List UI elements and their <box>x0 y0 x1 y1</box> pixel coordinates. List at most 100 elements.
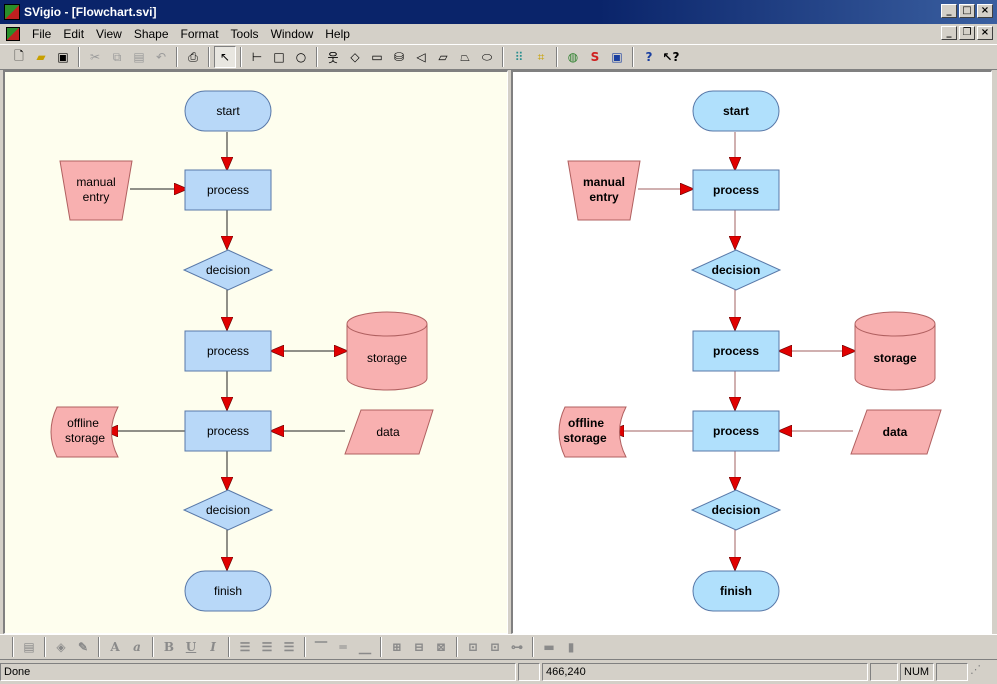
font-style-button[interactable]: a <box>126 636 148 658</box>
storage-node[interactable]: storage <box>346 311 428 391</box>
minimize-button[interactable]: _ <box>941 4 957 18</box>
valign-bottom-button[interactable]: ⎽ <box>354 636 376 658</box>
space-evenly-button[interactable]: ⊠ <box>430 636 452 658</box>
manual-entry-node[interactable]: manual entry <box>567 160 641 221</box>
process-node-3[interactable]: process <box>692 410 780 452</box>
format-toolbar: ▤ ◈ ✎ A a B U I ☰ ☰ ☰ ⎺ ═ ⎽ ⊞ ⊟ ⊠ ⊡ ⊡ ⊶ … <box>0 634 997 660</box>
diamond-tool[interactable]: ◇ <box>344 46 366 68</box>
status-blank-field <box>518 663 540 681</box>
trapezoid-tool[interactable]: ⏢ <box>454 46 476 68</box>
parallelogram-tool[interactable]: ▱ <box>432 46 454 68</box>
doc-minimize-button[interactable]: _ <box>941 26 957 40</box>
data-node[interactable]: data <box>850 409 942 455</box>
finish-node[interactable]: finish <box>184 570 272 612</box>
valign-middle-button[interactable]: ═ <box>332 636 354 658</box>
process-node-2[interactable]: process <box>184 330 272 372</box>
distribute-vertical-icon: ⊟ <box>413 640 425 654</box>
open-button[interactable]: ▰ <box>30 46 52 68</box>
cut-button[interactable]: ✂ <box>84 46 106 68</box>
undo-button[interactable]: ↶ <box>150 46 172 68</box>
grid-button[interactable]: ⠿ <box>508 46 530 68</box>
pointer-tool[interactable]: ↖ <box>214 46 236 68</box>
decision-node-1[interactable]: decision <box>182 249 274 291</box>
distribute-horizontal-button[interactable]: ⊞ <box>386 636 408 658</box>
svg-export-button[interactable]: S <box>584 46 606 68</box>
menu-format[interactable]: Format <box>180 27 219 41</box>
arrange-button[interactable]: ⊶ <box>506 636 528 658</box>
start-node[interactable]: start <box>184 90 272 132</box>
print-icon: ⎙ <box>188 49 198 64</box>
save-as-button[interactable]: ▣ <box>606 46 628 68</box>
save-button[interactable]: ▣ <box>52 46 74 68</box>
decision-node-2[interactable]: decision <box>182 489 274 531</box>
paste-button[interactable]: ▤ <box>128 46 150 68</box>
send-back-button[interactable]: ▮ <box>560 636 582 658</box>
menu-edit[interactable]: Edit <box>63 27 85 41</box>
process-node-3[interactable]: process <box>184 410 272 452</box>
menu-file[interactable]: File <box>32 27 52 41</box>
menu-shape[interactable]: Shape <box>133 27 169 41</box>
terminator-tool[interactable]: ⬭ <box>476 46 498 68</box>
menu-window[interactable]: Window <box>270 27 314 41</box>
new-button[interactable]: 🗋 <box>8 46 30 68</box>
finish-node[interactable]: finish <box>692 570 780 612</box>
line-tool[interactable]: ⊢ <box>246 46 268 68</box>
editor-pane[interactable]: start manual entry process decision proc… <box>3 70 508 634</box>
decision-node-2[interactable]: decision <box>690 489 782 531</box>
ungroup-button[interactable]: ⊡ <box>484 636 506 658</box>
process-node-1[interactable]: process <box>692 169 780 211</box>
process-node-2[interactable]: process <box>692 330 780 372</box>
document-icon[interactable] <box>6 27 20 41</box>
help-button[interactable]: ? <box>638 46 660 68</box>
doc-restore-button[interactable]: ❐ <box>959 26 975 40</box>
align-right-button[interactable]: ☰ <box>278 636 300 658</box>
copy-button[interactable]: ⧉ <box>106 46 128 68</box>
globe-button[interactable]: ◍ <box>562 46 584 68</box>
manual-entry-node[interactable]: manual entry <box>59 160 133 221</box>
fill-button[interactable]: ◈ <box>50 636 72 658</box>
distribute-vertical-button[interactable]: ⊟ <box>408 636 430 658</box>
app-icon[interactable] <box>4 4 20 20</box>
menu-help[interactable]: Help <box>325 27 350 41</box>
underline-button[interactable]: U <box>180 636 202 658</box>
node-label: decision <box>206 263 250 277</box>
font-button[interactable]: A <box>104 636 126 658</box>
doc-close-button[interactable]: × <box>977 26 993 40</box>
close-button[interactable]: × <box>977 4 993 18</box>
group-button[interactable]: ⊡ <box>462 636 484 658</box>
ellipse-tool[interactable]: ○ <box>290 46 312 68</box>
data-node[interactable]: data <box>344 409 434 455</box>
stored-data-tool[interactable]: ◁ <box>410 46 432 68</box>
preview-canvas[interactable]: start manual entry process decision proc… <box>513 72 992 634</box>
bold-button[interactable]: B <box>158 636 180 658</box>
editor-canvas[interactable]: start manual entry process decision proc… <box>5 72 508 634</box>
callout-tool[interactable]: ▭ <box>366 46 388 68</box>
context-help-button[interactable]: ↖? <box>660 46 682 68</box>
rectangle-tool[interactable]: □ <box>268 46 290 68</box>
toolbar-separator <box>98 637 100 657</box>
start-node[interactable]: start <box>692 90 780 132</box>
offline-storage-node[interactable]: offline storage <box>558 406 627 458</box>
align-center-button[interactable]: ☰ <box>256 636 278 658</box>
menu-view[interactable]: View <box>96 27 122 41</box>
offline-storage-node[interactable]: offline storage <box>50 406 119 458</box>
bring-front-button[interactable]: ▬ <box>538 636 560 658</box>
valign-top-button[interactable]: ⎺ <box>310 636 332 658</box>
process-node-1[interactable]: process <box>184 169 272 211</box>
resize-grip-icon[interactable]: ⋰ <box>970 663 981 676</box>
help-icon: ? <box>645 50 653 64</box>
print-button[interactable]: ⎙ <box>182 46 204 68</box>
person-tool[interactable]: 웃 <box>322 46 344 68</box>
italic-button[interactable]: I <box>202 636 224 658</box>
menu-tools[interactable]: Tools <box>230 27 259 41</box>
cylinder-tool[interactable]: ⛁ <box>388 46 410 68</box>
properties-button[interactable]: ▤ <box>18 636 40 658</box>
pen-button[interactable]: ✎ <box>72 636 94 658</box>
storage-node[interactable]: storage <box>854 311 936 391</box>
snap-button[interactable]: ⌗ <box>530 46 552 68</box>
maximize-button[interactable]: □ <box>959 4 975 18</box>
toolbar-separator <box>152 637 154 657</box>
decision-node-1[interactable]: decision <box>690 249 782 291</box>
align-left-button[interactable]: ☰ <box>234 636 256 658</box>
preview-pane[interactable]: start manual entry process decision proc… <box>511 70 992 634</box>
